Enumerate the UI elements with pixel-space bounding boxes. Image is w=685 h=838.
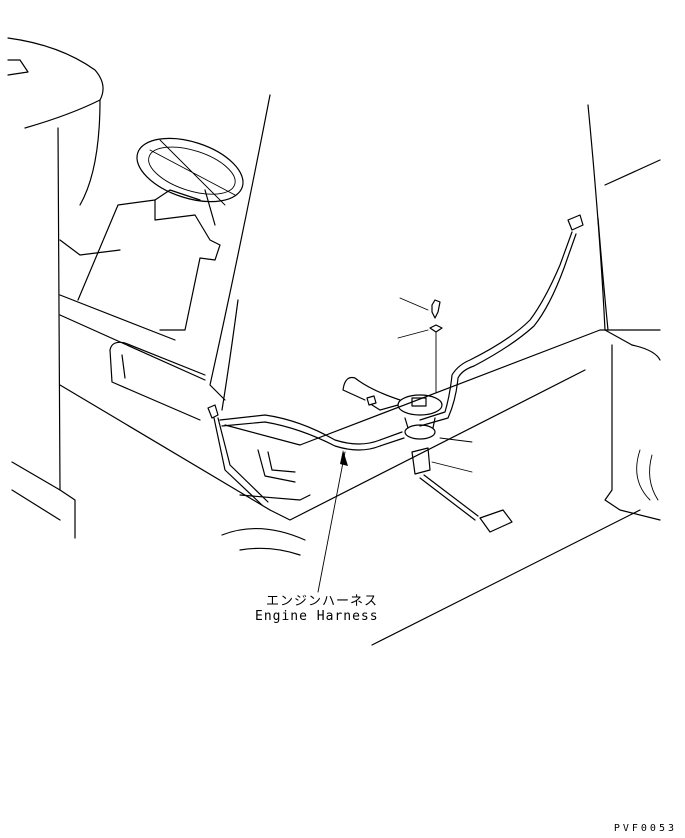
harness-label-english: Engine Harness bbox=[255, 609, 379, 624]
chassis-frame bbox=[59, 294, 601, 556]
drawing-code: PVF0053 bbox=[613, 823, 677, 834]
leader-lines bbox=[317, 297, 473, 593]
harness-label-japanese: エンジンハーネス bbox=[266, 594, 379, 609]
engine-harness bbox=[207, 214, 584, 506]
right-body-panel bbox=[371, 104, 661, 646]
operator-seat bbox=[59, 189, 221, 331]
steering-wheel bbox=[136, 137, 244, 226]
left-body-panel bbox=[7, 37, 104, 539]
hood-edge bbox=[209, 94, 271, 411]
sender-unit bbox=[397, 299, 513, 533]
